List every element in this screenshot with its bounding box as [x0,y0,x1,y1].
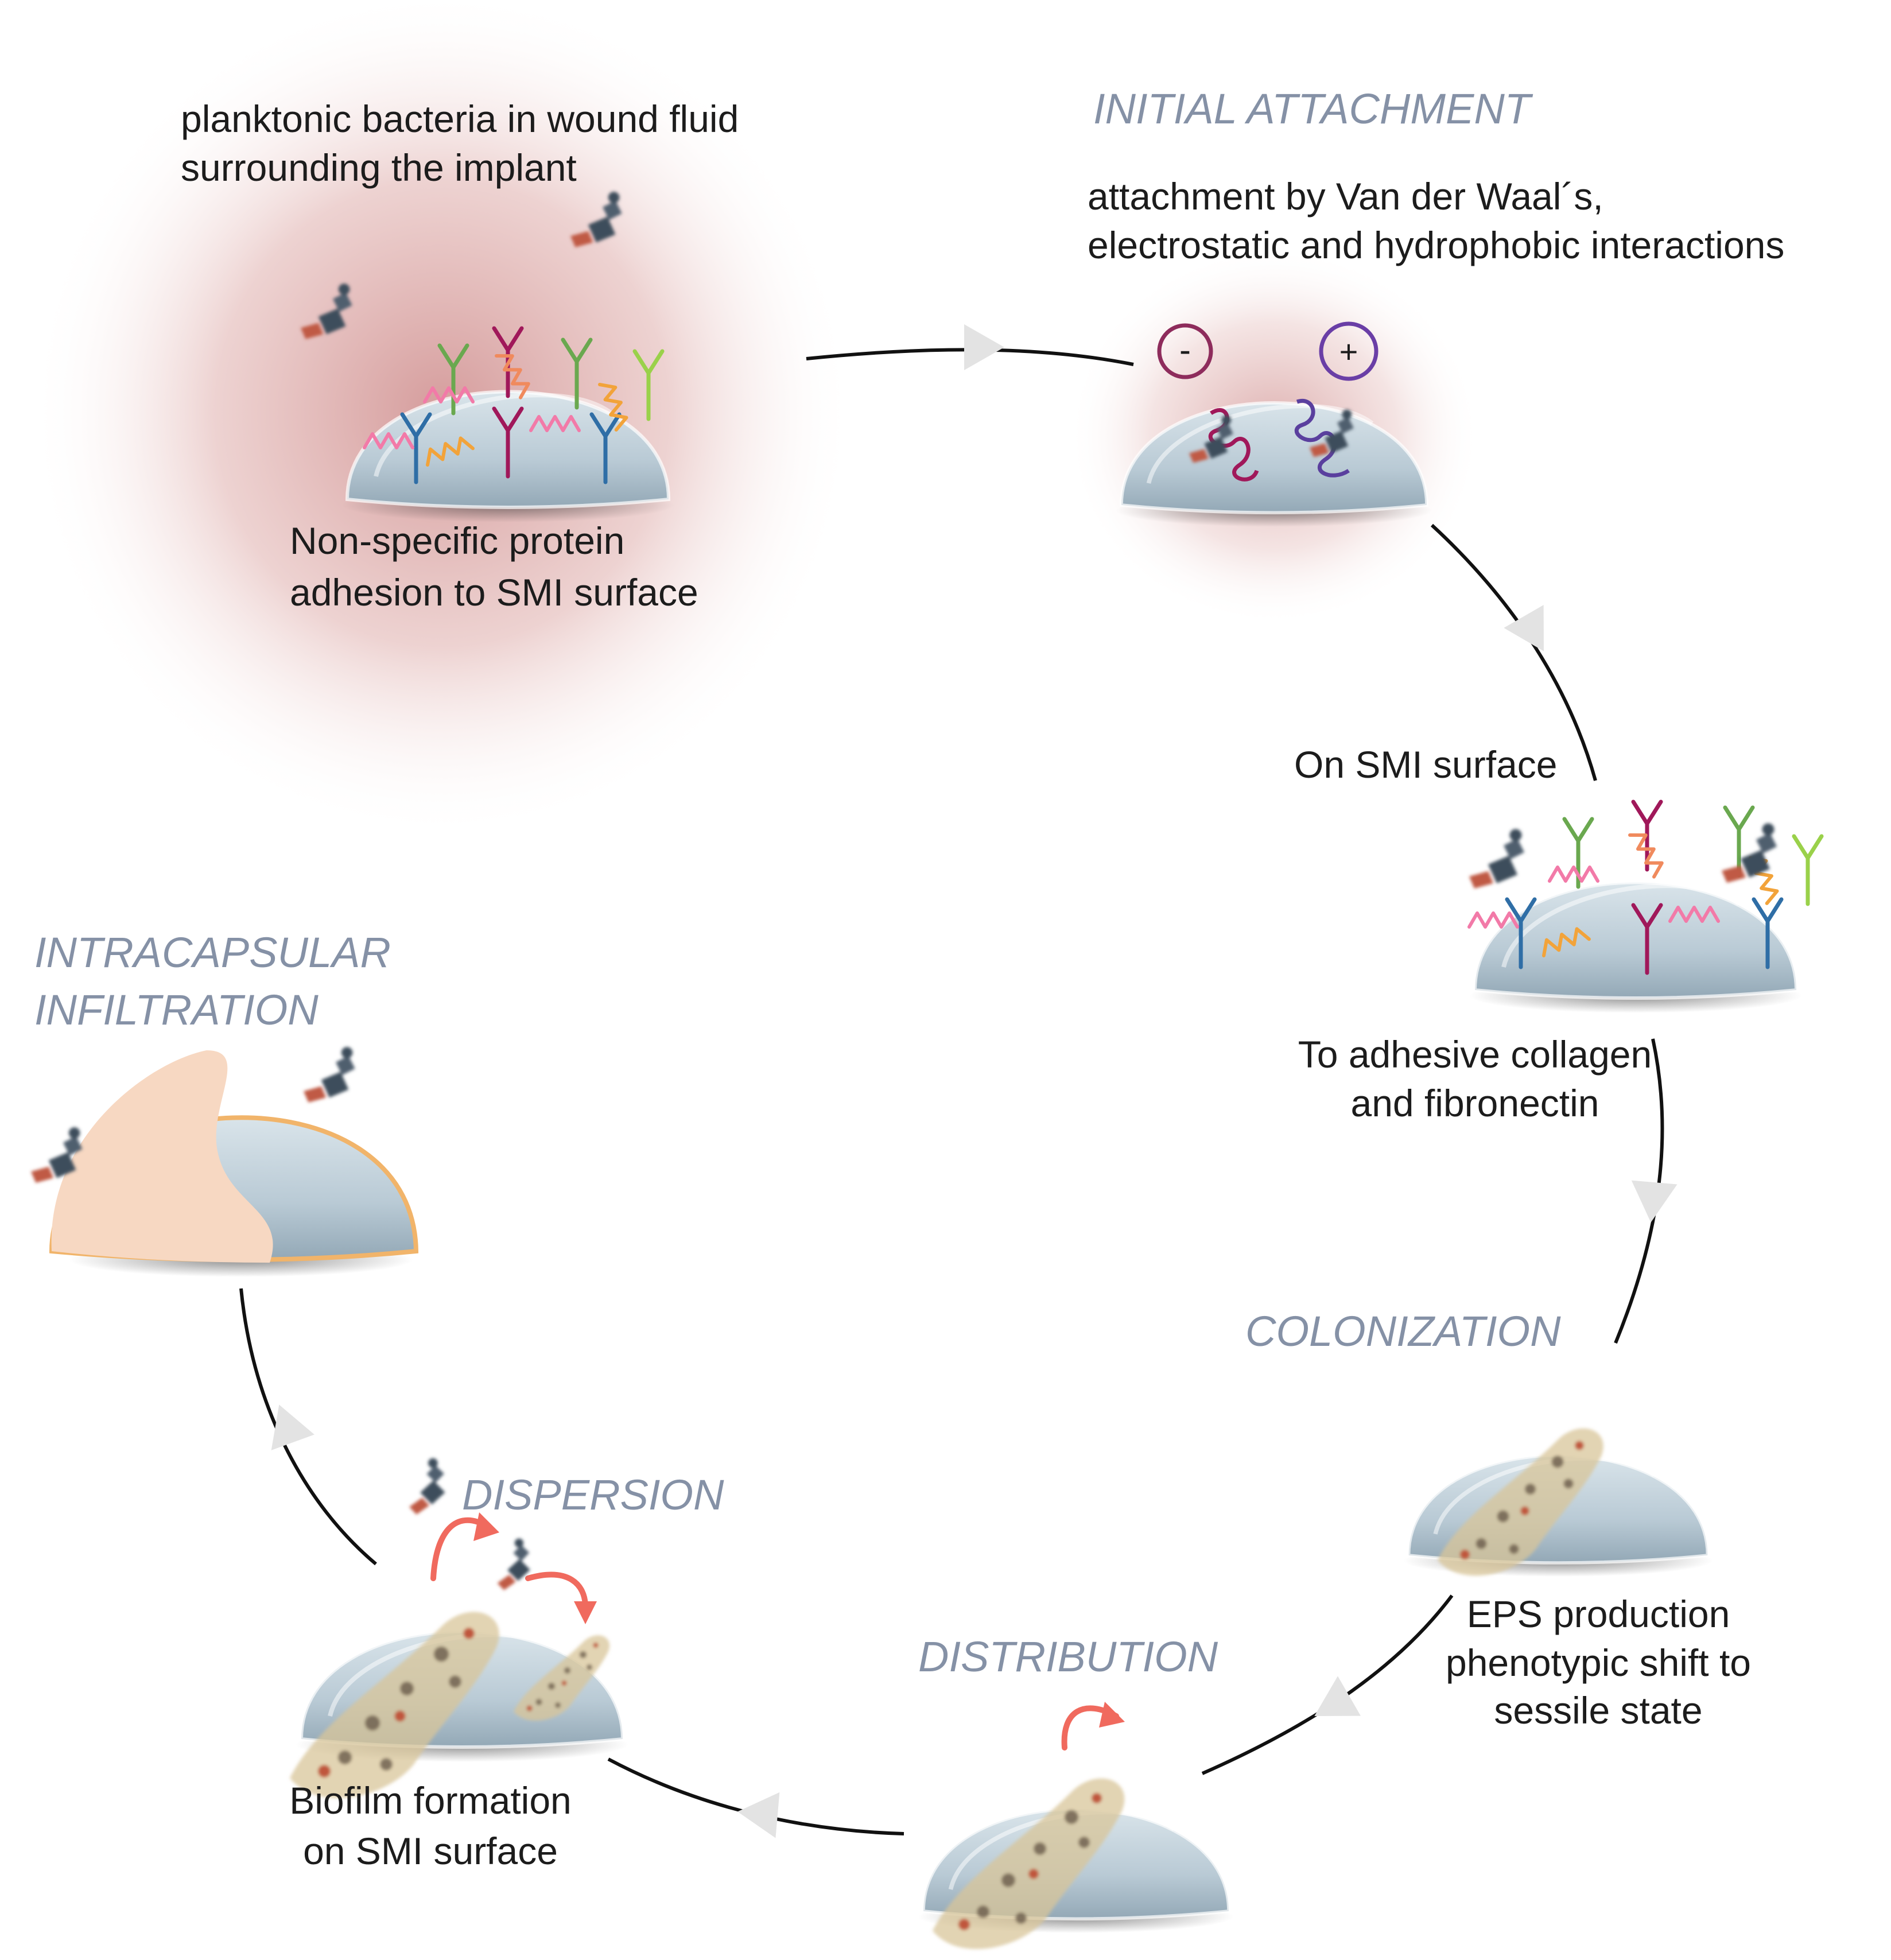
positive-charge-symbol: + [1339,333,1358,370]
arrow-6-line [239,1288,377,1566]
implant-biofilm [290,1612,628,1798]
tissue-capsule [51,1050,273,1263]
negative-charge-symbol: - [1179,331,1191,369]
note-attach-line1: attachment by Van der Waal´s, [1088,175,1603,218]
stage-colonization: COLONIZATION [1245,1307,1561,1355]
charge-icon: - + [1157,321,1379,381]
cycle-arrow-icon [1628,1180,1678,1225]
arrow-2-line [1430,523,1597,781]
stage-dispersion: DISPERSION [462,1471,724,1519]
note-protein-line2: adhesion to SMI surface [290,571,698,614]
stage-intracapsular-line2: INFILTRATION [34,986,319,1034]
cycle-arrow-icon [964,324,1004,370]
stage-distribution: DISTRIBUTION [918,1633,1218,1680]
cycle-arrow-icon [735,1788,780,1838]
note-on-smi: On SMI surface [1294,743,1558,786]
stage-initial-attachment: INITIAL ATTACHMENT [1093,85,1533,133]
implant-distribution [918,1778,1234,1949]
note-planktonic-line1: planktonic bacteria in wound fluid [181,98,739,140]
note-biofilm-line1: Biofilm formation [289,1779,572,1822]
arrow-3-line [1614,1038,1664,1344]
stage-intracapsular-line1: INTRACAPSULAR [34,929,391,976]
note-eps-line1: EPS production [1467,1593,1730,1635]
implant-on-smi-surface [1469,802,1822,1013]
negative-charge [1157,323,1213,379]
implant-intracapsular [31,1047,419,1277]
note-eps-line3: sessile state [1494,1689,1702,1732]
implant-colonization [1403,1428,1713,1577]
cycle-arrows [239,348,1664,1835]
note-eps-line2: phenotypic shift to [1446,1641,1751,1684]
note-biofilm-line2: on SMI surface [303,1830,558,1872]
note-planktonic-line2: surrounding the implant [181,146,577,189]
note-attach-line2: electrostatic and hydrophobic interactio… [1088,224,1784,266]
implant-initial-attachment [1116,398,1432,527]
dispersal-arrows [430,1512,597,1624]
bacteria-icon [1469,823,1777,888]
cycle-arrow-icon [1303,1676,1361,1736]
arrow-4-line [1201,1594,1454,1775]
note-collagen-line2: and fibronectin [1351,1082,1599,1124]
distribution-arrowhead [1099,1702,1125,1728]
positive-charge [1319,321,1379,381]
note-collagen-line1: To adhesive collagen [1298,1033,1652,1076]
note-protein-line1: Non-specific protein [290,519,624,562]
